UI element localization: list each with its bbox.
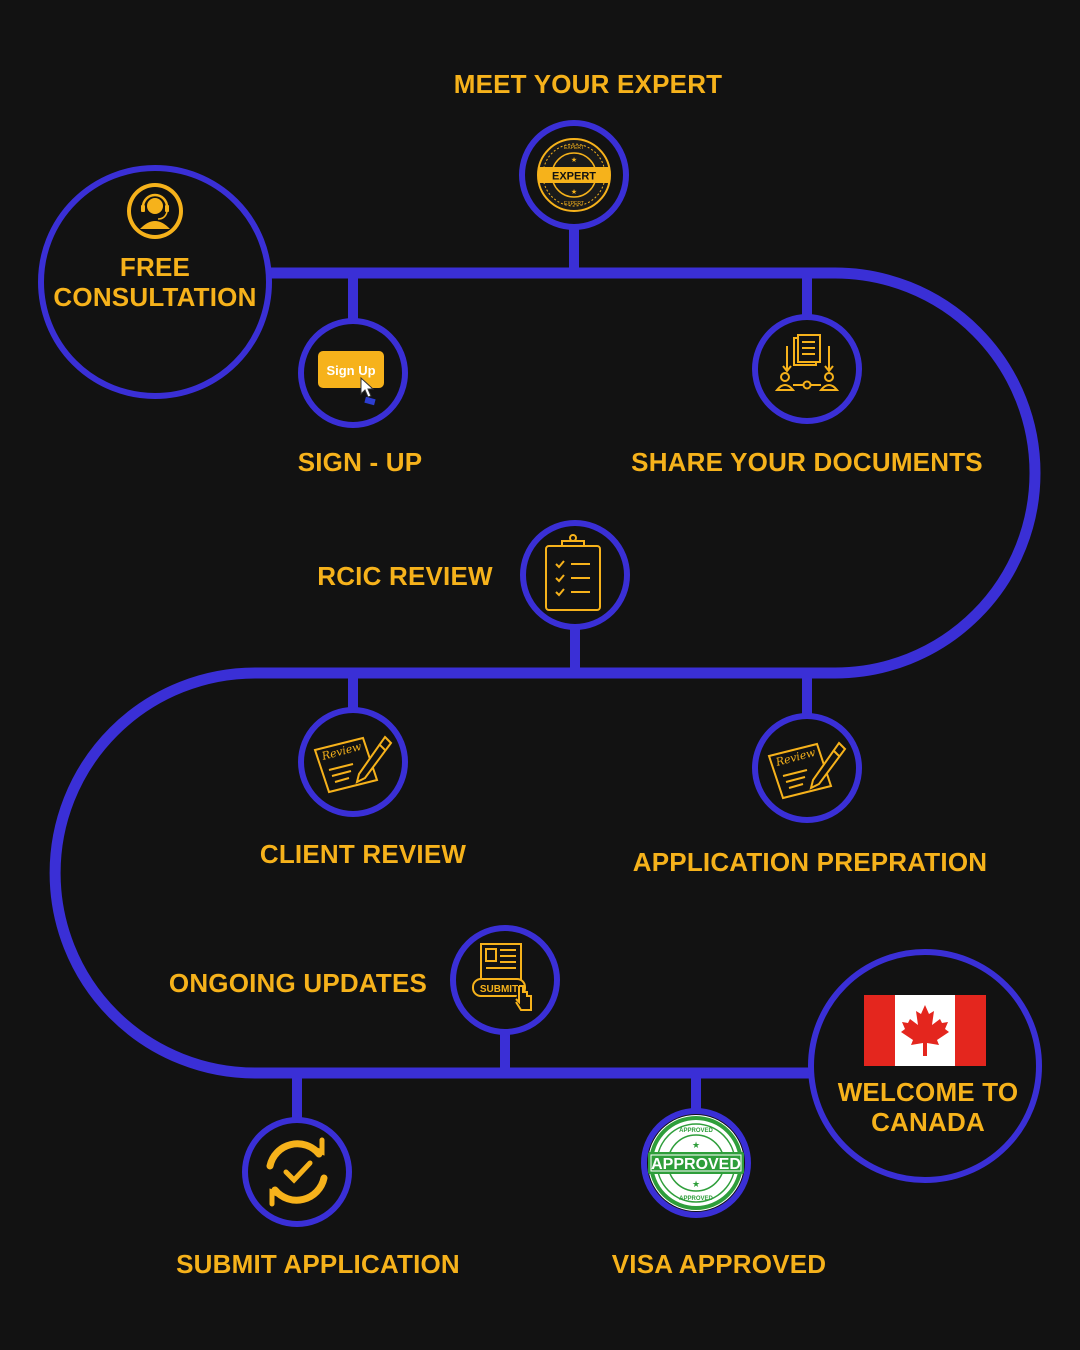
submit-application-label: SUBMIT APPLICATION: [176, 1249, 460, 1279]
welcome-canada-label: WELCOME TO CANADA: [818, 1077, 1038, 1138]
svg-text:★: ★: [571, 188, 577, 196]
expert-badge-icon: EXPERT EXPERT EXPERT ★ ★: [537, 138, 611, 212]
svg-text:★: ★: [692, 1140, 700, 1150]
welcome-canada-label-line1: WELCOME TO: [837, 1077, 1019, 1107]
visa-approved-label: VISA APPROVED: [611, 1249, 827, 1279]
free-consultation-label-line1: FREE: [119, 252, 191, 282]
connectors: [292, 228, 812, 1120]
sign-up-label: SIGN - UP: [297, 447, 423, 477]
canada-flag-icon: [864, 995, 986, 1066]
client-review-label: CLIENT REVIEW: [259, 839, 467, 869]
share-documents-node: [752, 314, 862, 424]
headset-agent-icon: [127, 183, 183, 239]
free-consultation-node: [38, 165, 272, 399]
approved-stamp-ring-top: APPROVED: [679, 1128, 713, 1134]
approved-stamp-icon: APPROVED APPROVED APPROVED ★ ★: [648, 1115, 744, 1211]
sign-up-button-text: Sign Up: [326, 363, 375, 378]
expert-badge-ring-bottom: EXPERT: [564, 201, 584, 207]
application-preparation-label: APPLICATION PREPRATION: [632, 847, 988, 877]
share-documents-label: SHARE YOUR DOCUMENTS: [631, 447, 983, 477]
expert-badge-ring-top: EXPERT: [564, 145, 584, 151]
maple-leaf-icon: [901, 1005, 949, 1056]
review-pen-icon: Review: [313, 735, 393, 794]
free-consultation-label: FREE CONSULTATION: [40, 252, 270, 313]
expert-badge-text: EXPERT: [552, 171, 596, 183]
submit-form-icon: SUBMIT: [472, 943, 532, 1011]
rcic-review-label: RCIC REVIEW: [317, 561, 493, 591]
meet-expert-label: MEET YOUR EXPERT: [453, 69, 723, 99]
submit-button-text: SUBMIT: [480, 984, 518, 995]
svg-text:★: ★: [692, 1179, 700, 1189]
journey-path: [49, 267, 1041, 1079]
svg-text:★: ★: [571, 156, 577, 164]
ongoing-updates-label: ONGOING UPDATES: [168, 968, 428, 998]
submit-application-node: [242, 1117, 352, 1227]
review-pen-icon: Review: [767, 741, 847, 800]
welcome-canada-label-line2: CANADA: [871, 1106, 985, 1137]
refresh-check-icon: [266, 1137, 328, 1207]
free-consultation-label-line2: CONSULTATION: [53, 281, 257, 312]
approved-stamp-ring-bottom: APPROVED: [679, 1196, 713, 1202]
sign-up-button-icon: Sign Up: [318, 351, 384, 406]
document-sharing-icon: [774, 334, 840, 391]
clipboard-checklist-icon: [545, 534, 601, 611]
approved-stamp-text: APPROVED: [651, 1156, 741, 1173]
